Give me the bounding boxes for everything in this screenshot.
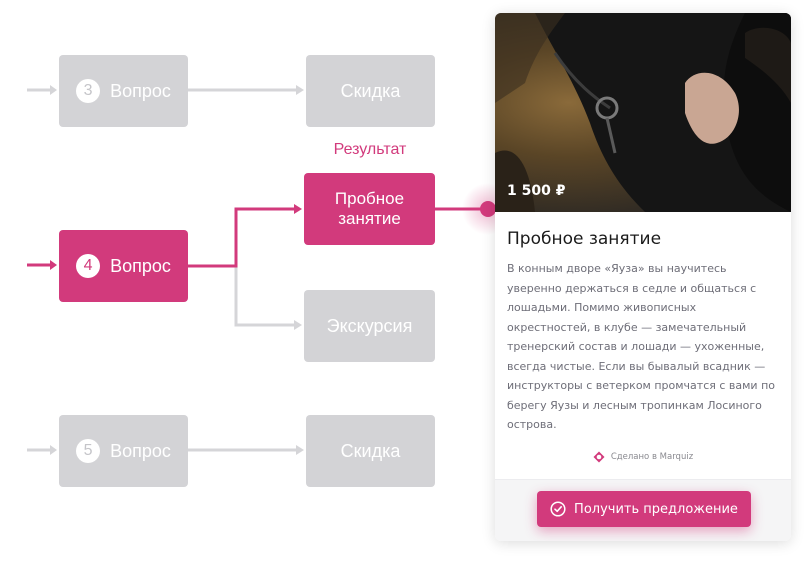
marquiz-logo-icon (593, 451, 605, 463)
get-offer-button[interactable]: Получить предложение (537, 491, 751, 527)
question-node-3: 3 Вопрос (59, 55, 188, 127)
price-label: 1 500 ₽ (507, 183, 566, 199)
result-node-skidka: Скидка (306, 55, 435, 127)
result-card: 1 500 ₽ Пробное занятие В конным дворе «… (495, 13, 791, 541)
question-number-badge: 4 (76, 254, 101, 278)
horse-photo: 1 500 ₽ (495, 13, 791, 212)
get-offer-label: Получить предложение (574, 501, 738, 517)
connector-q4-exkursiya (188, 264, 296, 327)
question-number-badge: 3 (76, 79, 101, 103)
made-with-label: Сделано в Marquiz (610, 452, 694, 462)
card-title: Пробное занятие (507, 229, 662, 249)
card-footer: Получить предложение (495, 479, 791, 541)
result-node-exkursiya: Экскурсия (304, 290, 435, 362)
question-label: Вопрос (110, 441, 171, 461)
check-circle-icon (550, 501, 566, 517)
result-heading: Результат (333, 141, 407, 158)
result-node-probnoe: Пробное занятие (304, 173, 435, 245)
made-with-marquiz[interactable]: Сделано в Marquiz (495, 451, 791, 463)
question-number-badge: 5 (76, 439, 101, 463)
connector-q4-probnoe (188, 207, 296, 268)
question-node-4: 4 Вопрос (59, 230, 188, 302)
question-label: Вопрос (110, 256, 171, 276)
question-node-5: 5 Вопрос (59, 415, 188, 487)
result-node-skidka: Скидка (306, 415, 435, 487)
question-label: Вопрос (110, 81, 171, 101)
connector-dot (480, 201, 496, 217)
card-description: В конным дворе «Яуза» вы научитесь увере… (507, 262, 776, 431)
horse-photo-illustration (495, 13, 791, 212)
